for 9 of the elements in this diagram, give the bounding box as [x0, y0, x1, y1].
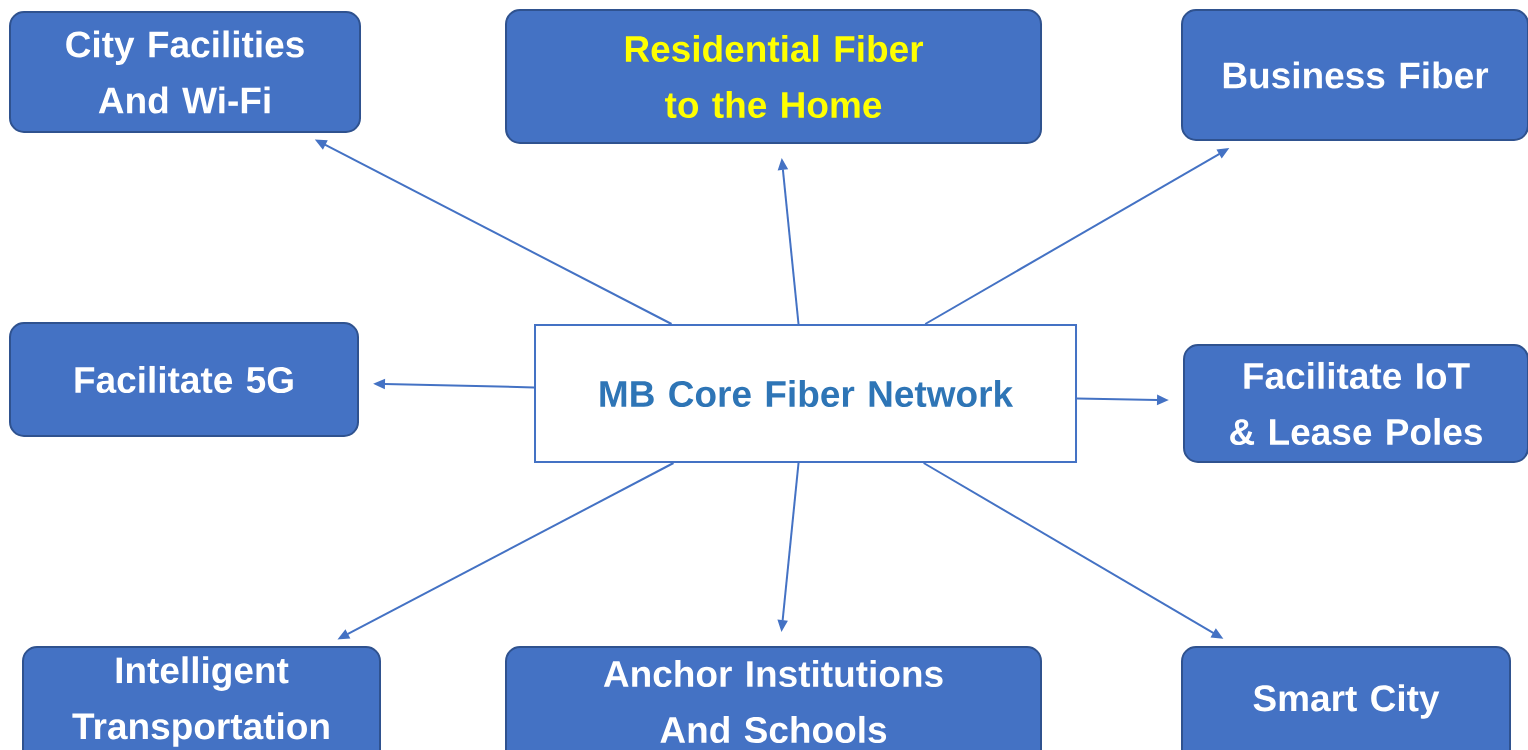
- service-box: Intelligent Transportation: [22, 646, 381, 750]
- service-box: Anchor Institutions And Schools: [505, 646, 1042, 750]
- service-box: Facilitate 5G: [9, 322, 359, 437]
- service-box: City Facilities And Wi-Fi: [9, 11, 361, 133]
- core-network-box: MB Core Fiber Network: [534, 324, 1077, 463]
- service-box: Smart City: [1181, 646, 1511, 750]
- service-box: Business Fiber: [1181, 9, 1528, 141]
- service-box: Facilitate IoT & Lease Poles: [1183, 344, 1528, 463]
- service-box: Residential Fiber to the Home: [505, 9, 1042, 144]
